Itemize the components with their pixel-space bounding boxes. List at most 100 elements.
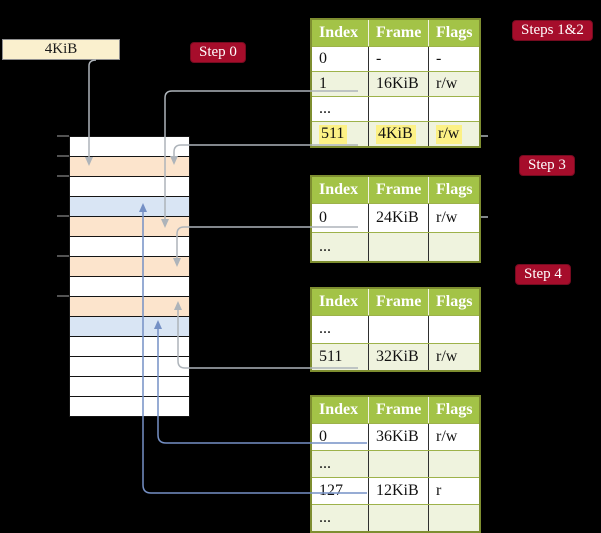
table-cell-text: r/w — [436, 75, 458, 92]
table-row: ... — [312, 315, 479, 343]
memory-row-orange — [70, 157, 189, 177]
table-cell: 0 — [312, 424, 368, 450]
table-cell: 0 — [312, 204, 368, 232]
memory-row-orange — [70, 297, 189, 317]
step-label-3: Step 3 — [519, 155, 575, 176]
table-cell-text: r/w — [436, 347, 458, 365]
table-header-cell: Index — [319, 401, 359, 418]
step-label-1-2-text: Steps 1&2 — [521, 22, 584, 38]
table-cell-text: 32KiB — [376, 347, 419, 365]
table-cell — [428, 316, 479, 343]
table-header-cell: Flags — [428, 20, 479, 46]
table-cell — [428, 451, 479, 477]
page-size-box: 4KiB — [2, 39, 120, 60]
table-cell: r/w — [428, 424, 479, 450]
memory-row-white — [70, 397, 189, 416]
table-cell — [428, 97, 479, 121]
table-cell: 12KiB — [368, 478, 428, 504]
table-cell: r/w — [428, 343, 479, 370]
table-cell-text: ... — [319, 320, 331, 338]
table-cell-text: 0 — [319, 428, 327, 445]
table-cell-text: ... — [319, 455, 331, 472]
memory-row-orange — [70, 217, 189, 237]
table-cell: ... — [312, 316, 368, 343]
table-cell: ... — [312, 451, 368, 477]
table-cell: - — [428, 47, 479, 71]
table-header-cell: Frame — [368, 177, 428, 203]
table-row: 0 -- — [312, 46, 479, 71]
table-cell: 511 — [312, 344, 368, 371]
table-cell — [368, 451, 428, 477]
table-header-cell: Frame — [368, 397, 428, 423]
table-row: 127 12KiB r — [312, 477, 479, 504]
table-row: 1 16KiB r/w — [312, 71, 479, 96]
table-cell: r/w — [428, 204, 479, 232]
table-row: ... — [312, 450, 479, 477]
table-header-cell: Frame — [368, 20, 428, 46]
memory-column — [69, 136, 190, 417]
table-cell-text: r — [436, 482, 442, 499]
table-cell-text: ... — [319, 509, 331, 526]
table-header-cell: Flags — [428, 289, 479, 315]
step-label-4: Step 4 — [515, 264, 571, 285]
memory-row-white — [70, 277, 189, 297]
table-cell-text: 511 — [319, 124, 348, 144]
table-row: ... — [312, 96, 479, 121]
step-label-4-text: Step 4 — [524, 266, 562, 282]
step-label-3-text: Step 3 — [528, 157, 566, 173]
memory-row-white — [70, 177, 189, 197]
memory-row-white — [70, 137, 189, 157]
table-cell: 36KiB — [368, 424, 428, 450]
table-cell-text: 127 — [319, 482, 343, 499]
table-cell-text: 0 — [319, 50, 327, 67]
table-cell-text: 16KiB — [376, 75, 419, 92]
table-row: ... — [312, 504, 479, 531]
table-cell: ... — [312, 97, 368, 121]
table-row: 511 32KiB r/w — [312, 342, 479, 371]
table-cell: ... — [312, 505, 368, 531]
table-cell-text: 24KiB — [376, 209, 419, 226]
memory-row-blue — [70, 317, 189, 337]
memory-row-white — [70, 357, 189, 377]
table-cell: 0 — [312, 47, 368, 71]
table-cell-text: ... — [319, 100, 331, 117]
step-label-1-2: Steps 1&2 — [512, 20, 593, 41]
table-row: ... — [312, 232, 479, 261]
memory-row-white — [70, 237, 189, 257]
table-cell-text: 12KiB — [376, 482, 419, 499]
memory-row-white — [70, 337, 189, 357]
table-cell: 4KiB — [368, 122, 428, 146]
table-cell — [368, 316, 428, 343]
table-cell: 127 — [312, 478, 368, 504]
table-cell: - — [368, 47, 428, 71]
table-row: 0 36KiB r/w — [312, 423, 479, 450]
table-cell-text: ... — [319, 238, 331, 255]
table-cell: 32KiB — [368, 343, 428, 370]
memory-ticks — [57, 135, 69, 297]
table-header-cell: Index — [319, 181, 359, 198]
table-cell: 511 — [312, 122, 368, 146]
table-cell: ... — [312, 233, 368, 261]
table-cell: 1 — [312, 72, 368, 96]
table-row: 0 24KiB r/w — [312, 203, 479, 232]
memory-row-white — [70, 377, 189, 397]
table-cell — [368, 505, 428, 531]
table-cell-text: r/w — [436, 428, 458, 445]
page-size-label: 4KiB — [44, 41, 78, 57]
table-cell-text: r/w — [436, 209, 458, 226]
table-cell: r/w — [428, 72, 479, 96]
table-cell: r/w — [428, 122, 479, 146]
step-label-0: Step 0 — [190, 42, 246, 63]
memory-row-blue — [70, 197, 189, 217]
table-cell-text: - — [436, 50, 442, 67]
